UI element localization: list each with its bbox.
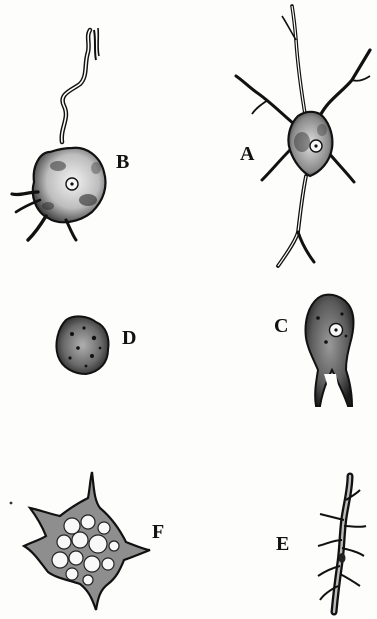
cell-a-drawing xyxy=(232,0,377,280)
label-a: A xyxy=(240,144,254,164)
label-d: D xyxy=(122,328,136,348)
speck xyxy=(8,500,14,506)
label-b: B xyxy=(116,152,129,172)
cell-f-drawing xyxy=(20,466,150,612)
label-f: F xyxy=(152,522,164,542)
cell-c-drawing xyxy=(296,290,366,414)
cell-d-body xyxy=(56,316,108,374)
label-c: C xyxy=(274,316,288,336)
cell-d-drawing xyxy=(48,308,124,382)
cell-e-drawing xyxy=(300,470,377,618)
cell-b-drawing xyxy=(0,0,160,260)
label-e: E xyxy=(276,534,289,554)
